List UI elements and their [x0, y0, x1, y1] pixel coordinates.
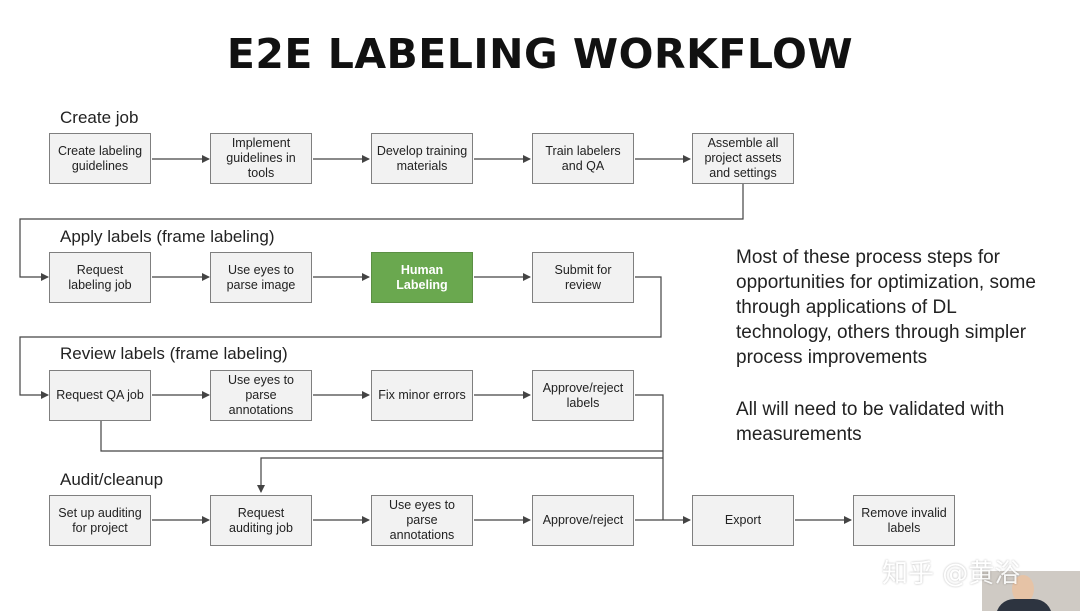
step-train-labelers: Train labelers and QA — [532, 133, 634, 184]
step-label: Set up auditing for project — [58, 505, 142, 535]
step-label: Export — [724, 513, 762, 527]
step-label: Request auditing job — [229, 505, 293, 535]
step-label: Request labeling job — [68, 262, 132, 292]
step-label: Fix minor errors — [378, 388, 466, 402]
step-label: Remove invalid labels — [861, 505, 947, 535]
step-label: Use eyes to parse image — [226, 262, 296, 292]
step-fix-errors: Fix minor errors — [371, 370, 473, 421]
step-label: Implement guidelines in tools — [226, 136, 296, 180]
slide-title: E2E LABELING WORKFLOW — [226, 30, 854, 78]
presenter-head — [1012, 575, 1034, 603]
step-assemble-assets: Assemble all project assets and settings — [692, 133, 794, 184]
step-implement-guidelines: Implement guidelines in tools — [210, 133, 312, 184]
watermark: 知乎 @黄浴 — [882, 559, 1021, 589]
arrow — [100, 420, 663, 452]
section-apply-labels: Apply labels (frame labeling) — [60, 227, 275, 246]
step-export: Export — [692, 495, 794, 546]
step-label: Use eyes to parse annotations — [388, 498, 455, 542]
step-parse-image: Use eyes to parse image — [210, 252, 312, 303]
step-approve-reject: Approve/reject — [532, 495, 634, 546]
presenter-body — [996, 599, 1052, 611]
step-request-auditing: Request auditing job — [210, 495, 312, 546]
arrow — [635, 394, 664, 520]
section-create-job: Create job — [60, 108, 139, 127]
note-optimization: Most of these process steps for opportun… — [736, 247, 1036, 368]
step-label: Develop training materials — [376, 143, 468, 173]
step-label: Approve/reject labels — [542, 380, 624, 410]
step-remove-invalid: Remove invalid labels — [853, 495, 955, 546]
step-approve-reject-labels: Approve/reject labels — [532, 370, 634, 421]
presenter-video-thumbnail — [982, 571, 1080, 611]
step-request-labeling: Request labeling job — [49, 252, 151, 303]
step-label: Approve/reject — [542, 513, 624, 527]
arrow — [19, 184, 744, 281]
arrow — [19, 276, 662, 399]
step-label: Train labelers and QA — [545, 143, 621, 173]
step-label: Create labeling guidelines — [57, 143, 143, 173]
step-label: Human Labeling — [396, 262, 448, 292]
step-label: Submit for review — [554, 262, 612, 292]
step-label: Request QA job — [56, 388, 144, 402]
step-develop-training: Develop training materials — [371, 133, 473, 184]
step-request-qa: Request QA job — [49, 370, 151, 421]
step-submit-review: Submit for review — [532, 252, 634, 303]
arrow — [257, 457, 663, 493]
section-review-labels: Review labels (frame labeling) — [60, 344, 288, 363]
step-label: Use eyes to parse annotations — [227, 373, 294, 417]
step-setup-auditing: Set up auditing for project — [49, 495, 151, 546]
step-label: Assemble all project assets and settings — [704, 136, 782, 180]
note-validation: All will need to be validated with measu… — [736, 399, 1005, 445]
step-create-guidelines: Create labeling guidelines — [49, 133, 151, 184]
step-human-labeling: Human Labeling — [371, 252, 473, 303]
step-parse-annotations-audit: Use eyes to parse annotations — [371, 495, 473, 546]
section-audit-cleanup: Audit/cleanup — [60, 470, 164, 489]
step-parse-annotations: Use eyes to parse annotations — [210, 370, 312, 421]
